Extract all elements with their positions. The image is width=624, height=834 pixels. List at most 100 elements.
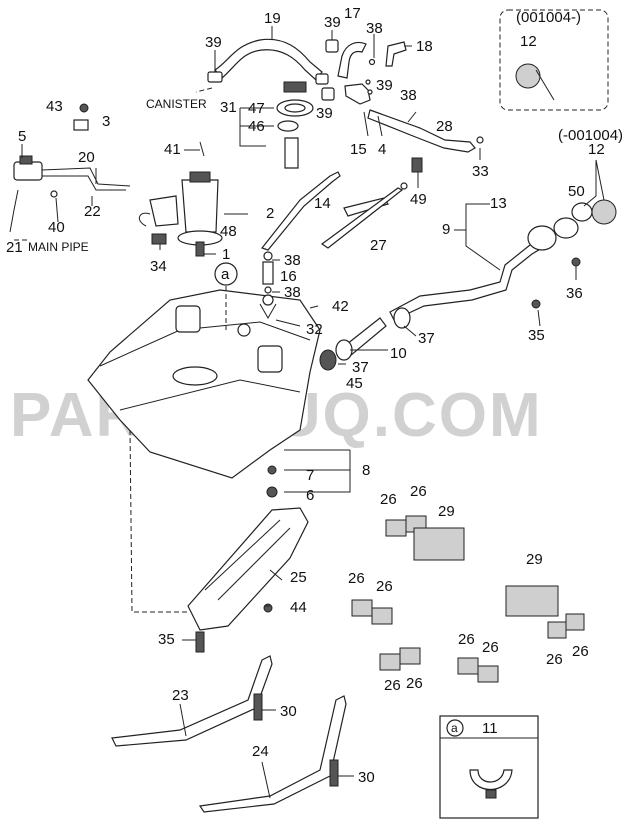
callout-36: 36 <box>566 285 583 302</box>
callout-35: 35 <box>158 631 175 648</box>
pad-26 <box>477 665 499 683</box>
callout-21: 21 <box>6 239 23 256</box>
callout-27: 27 <box>370 237 387 254</box>
callout-39: 39 <box>316 105 333 122</box>
callout-38: 38 <box>284 252 301 269</box>
bracket-3 <box>73 119 89 131</box>
pad-26 <box>457 657 479 675</box>
callout-28: 28 <box>436 118 453 135</box>
callout-26: 26 <box>572 643 589 660</box>
callout-39: 39 <box>376 77 393 94</box>
connector-18 <box>385 41 407 67</box>
pad-29a <box>413 527 465 561</box>
main-pipe-note: MAIN PIPE <box>28 240 89 254</box>
callout-38: 38 <box>284 284 301 301</box>
callout-20: 20 <box>78 149 95 166</box>
clip-49 <box>411 157 423 173</box>
clamp-37a <box>393 307 411 329</box>
callout-3: 3 <box>102 113 110 130</box>
clip-11 <box>469 769 513 791</box>
vent-tube-28 <box>367 109 476 153</box>
connector-34 <box>151 233 167 245</box>
valve-16-body <box>262 261 274 285</box>
callout-39: 39 <box>324 14 341 31</box>
bolt-35a <box>531 299 541 309</box>
callout-12-old: 12 <box>588 141 605 158</box>
callout-12-new: 12 <box>520 33 537 50</box>
callout-11: 11 <box>482 720 498 737</box>
callout-labels: 19 39 39 17 38 18 39 38 39 (001004-) 12 … <box>6 5 623 786</box>
callout-41: 41 <box>164 141 181 158</box>
bolt-40 <box>50 190 58 198</box>
seal-ring-group-31 <box>276 81 314 169</box>
bolt-30a <box>253 693 263 721</box>
callout-18: 18 <box>416 38 433 55</box>
strap-23 <box>111 655 273 747</box>
callout-22: 22 <box>84 203 101 220</box>
nut-7 <box>267 465 277 475</box>
hose-clamp-39a <box>207 71 223 83</box>
tube-48 <box>284 137 299 169</box>
callout-43: 43 <box>46 98 63 115</box>
vapor-pipe-14 <box>260 171 341 251</box>
callout-7: 7 <box>306 467 314 484</box>
callout-33: 33 <box>472 163 489 180</box>
bolt-36 <box>571 257 581 267</box>
pad-26 <box>371 607 393 625</box>
callout-44: 44 <box>290 599 307 616</box>
pad-26 <box>547 621 567 639</box>
canister-note: CANISTER <box>146 97 207 111</box>
callout-35: 35 <box>528 327 545 344</box>
pad-26 <box>379 653 401 671</box>
variant-note-old: (-001004) <box>558 127 623 144</box>
callout-26: 26 <box>546 651 563 668</box>
callout-5: 5 <box>18 128 26 145</box>
pad-26 <box>399 647 421 665</box>
callout-48: 48 <box>220 223 237 240</box>
vent-hose-17 <box>325 39 367 79</box>
callout-14: 14 <box>314 195 331 212</box>
callout-39: 39 <box>205 34 222 51</box>
callout-29: 29 <box>438 503 455 520</box>
fuel-tank <box>87 251 321 479</box>
svg-text:a: a <box>451 721 458 735</box>
check-valve-16 <box>262 294 274 306</box>
callout-37: 37 <box>418 330 435 347</box>
callout-26: 26 <box>482 639 499 656</box>
callout-2: 2 <box>266 205 274 222</box>
gasket-13 <box>553 217 579 239</box>
hose-clamp-39c <box>315 73 329 85</box>
callout-16: 16 <box>280 268 297 285</box>
inset-cap-new <box>499 9 609 111</box>
pad-26 <box>565 613 585 631</box>
clip-33 <box>476 136 484 144</box>
callout-26: 26 <box>458 631 475 648</box>
callout-30: 30 <box>280 703 297 720</box>
pad-26 <box>351 599 373 617</box>
vent-valve-15 <box>344 83 371 105</box>
callout-26: 26 <box>410 483 427 500</box>
callout-49: 49 <box>410 191 427 208</box>
callout-26: 26 <box>380 491 397 508</box>
callout-25: 25 <box>290 569 307 586</box>
callout-10: 10 <box>390 345 407 362</box>
grommet-45 <box>319 349 337 371</box>
main-pipe-21 <box>9 189 19 233</box>
callout-6: 6 <box>306 487 314 504</box>
callout-46: 46 <box>248 118 265 135</box>
screw-41 <box>199 141 205 157</box>
callout-29: 29 <box>526 551 543 568</box>
tube-27 <box>320 187 404 249</box>
callout-38: 38 <box>400 87 417 104</box>
leader-lines <box>21 26 577 799</box>
filler-hose-10 <box>319 307 411 371</box>
nut-44 <box>263 603 273 613</box>
filler-hose-19 <box>207 38 329 85</box>
pad-26 <box>385 519 407 537</box>
callout-34: 34 <box>150 258 167 275</box>
clamp-39d <box>321 87 335 101</box>
callout-1: 1 <box>222 246 230 263</box>
pads <box>351 515 585 683</box>
callout-38: 38 <box>366 20 383 37</box>
